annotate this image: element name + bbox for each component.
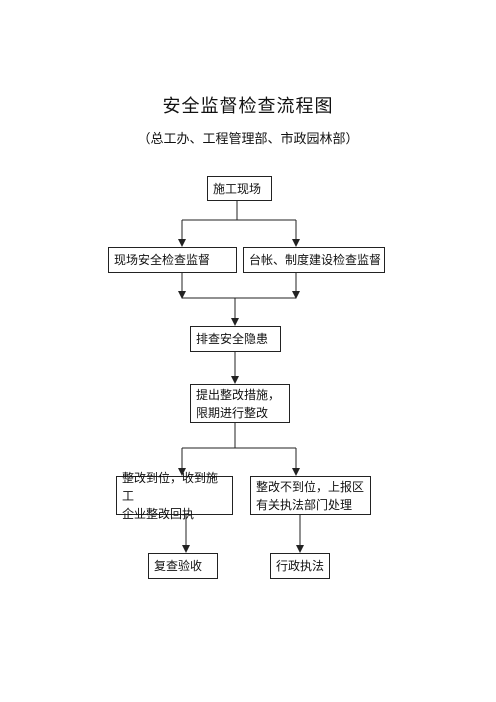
node-enforcement-label: 行政执法 [276,559,325,573]
node-site-inspection-label: 现场安全检查监督 [114,253,211,267]
diagram-subtitle: （总工办、工程管理部、市政园林部） [137,132,359,147]
node-enforcement: 行政执法 [270,553,330,579]
node-hazard-label: 排查安全隐患 [196,332,269,346]
node-rectified-line-1: 整改到位，收到施工 [122,470,219,503]
node-site-inspection: 现场安全检查监督 [108,247,237,273]
node-ledger-inspection: 台帐、制度建设检查监督 [243,247,385,273]
node-rectified: 整改到位，收到施工 企业整改回执 [116,471,233,521]
node-measures-line-1: 提出整改措施， [196,387,281,402]
node-site: 施工现场 [207,176,272,201]
node-review-label: 复查验收 [154,559,203,573]
node-review: 复查验收 [148,553,218,579]
node-rectified-line-2: 企业整改回执 [122,506,195,521]
node-measures: 提出整改措施， 限期进行整改 [190,384,290,423]
node-not-rectified-line-2: 有关执法部门处理 [256,497,353,512]
node-not-rectified: 整改不到位，上报区 有关执法部门处理 [250,476,371,515]
node-measures-line-2: 限期进行整改 [196,405,269,420]
diagram-title: 安全监督检查流程图 [162,96,334,117]
node-site-label: 施工现场 [213,181,262,196]
node-not-rectified-line-1: 整改不到位，上报区 [256,479,365,494]
node-hazard: 排查安全隐患 [190,326,281,352]
node-ledger-inspection-label: 台帐、制度建设检查监督 [249,253,382,267]
